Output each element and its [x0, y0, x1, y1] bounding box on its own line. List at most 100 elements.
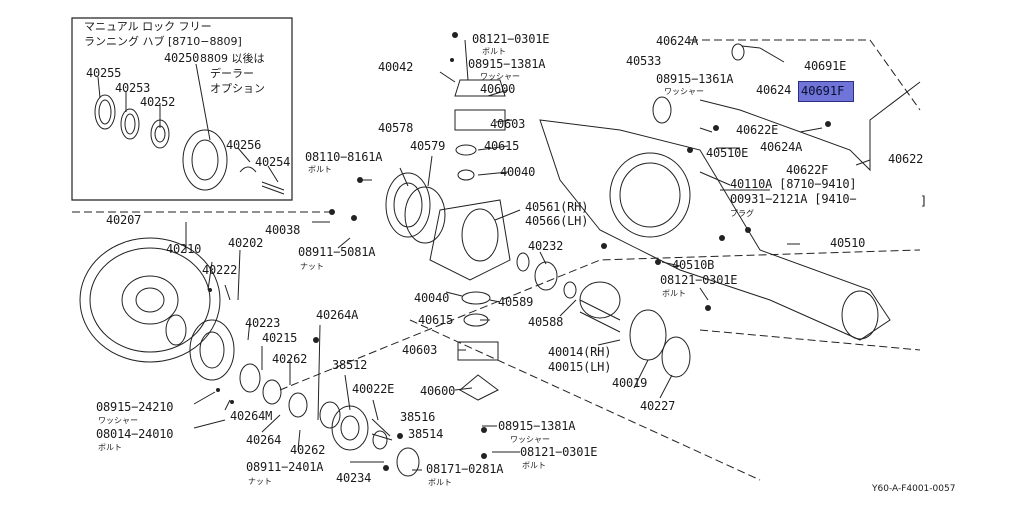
part-label[interactable]: 40250 [164, 51, 200, 65]
part-label[interactable]: 40578 [378, 121, 414, 135]
part-label[interactable]: 40622F [786, 163, 829, 177]
part-label[interactable]: 40600 [420, 384, 456, 398]
part-label[interactable]: 40691E [804, 59, 847, 73]
part-note: ナット [248, 477, 272, 486]
part-label[interactable]: 38514 [408, 427, 444, 441]
part-label[interactable]: 08911−5081A [298, 245, 376, 259]
part-label[interactable]: 40202 [228, 236, 264, 250]
part-label[interactable]: 00931−2121A [9410− [730, 192, 857, 206]
part-label[interactable]: 40624 [756, 83, 792, 97]
breather-hose [699, 47, 921, 172]
part-label[interactable]: 40510B [672, 258, 715, 272]
brake-rotor [79, 237, 221, 363]
part-label[interactable]: 40256 [226, 138, 262, 152]
part-label[interactable]: 40566(LH) [525, 214, 589, 228]
inset-note-line3: オプション [210, 82, 265, 95]
part-label[interactable]: 40588 [528, 315, 564, 329]
part-label[interactable]: 40019 [612, 376, 648, 390]
part-label[interactable]: 40622 [888, 152, 924, 166]
part-label[interactable]: 08121−0301E [660, 273, 738, 287]
part-label[interactable]: 40042 [378, 60, 414, 74]
part-label[interactable]: 40579 [410, 139, 446, 153]
highlighted-part-40691F[interactable]: 40691F [798, 81, 854, 102]
axle-housing [539, 119, 891, 341]
part-label[interactable]: 40264M [230, 409, 273, 423]
part-label[interactable]: 40252 [140, 95, 176, 109]
part-label[interactable]: 08915−1381A [468, 57, 546, 71]
part-label[interactable]: 40533 [626, 54, 662, 68]
inset-ring [120, 108, 140, 140]
part-label[interactable]: 40624A [656, 34, 699, 48]
part-label[interactable]: 40603 [490, 117, 526, 131]
lock-hub [331, 405, 369, 451]
axle-shaft [579, 299, 621, 333]
part-label[interactable]: 08121−0301E [520, 445, 598, 459]
part-label[interactable]: 40600 [480, 82, 516, 96]
part-label[interactable]: 40207 [106, 213, 142, 227]
part-label[interactable]: 40222 [202, 263, 238, 277]
part-label[interactable]: 40014(RH) [548, 345, 612, 359]
part-label[interactable]: 40624A [760, 140, 803, 154]
part-label[interactable]: 40264 [246, 433, 282, 447]
part-label[interactable]: 40110A [8710−9410] [730, 177, 857, 191]
part-note: ワッシャー [480, 72, 520, 81]
hub [189, 319, 235, 381]
differential-cover [609, 152, 691, 238]
part-label[interactable]: 40015(LH) [548, 360, 612, 374]
part-label[interactable]: 40040 [414, 291, 450, 305]
part-label[interactable]: 08915−1361A [656, 72, 734, 86]
part-label[interactable]: 38512 [332, 358, 368, 372]
inset-frame [71, 17, 293, 201]
part-label[interactable]: 40215 [262, 331, 298, 345]
part-label[interactable]: 40038 [265, 223, 301, 237]
part-label[interactable]: 40615 [418, 313, 454, 327]
part-label[interactable]: 40022E [352, 382, 395, 396]
steering-knuckle [429, 199, 511, 281]
part-label[interactable]: 08121−0301E [472, 32, 550, 46]
part-label[interactable]: 40227 [640, 399, 676, 413]
part-label[interactable]: 40264A [316, 308, 359, 322]
part-note: ワッシャー [510, 435, 550, 444]
part-label[interactable]: 40510 [830, 236, 866, 250]
part-note: プラグ [730, 209, 754, 218]
part-label[interactable]: 40232 [528, 239, 564, 253]
inset-bolt [261, 181, 285, 195]
part-label[interactable]: 40262 [290, 443, 326, 457]
part-label[interactable]: 40510E [706, 146, 749, 160]
inset-hub-body [182, 129, 228, 191]
part-label[interactable]: 40253 [115, 81, 151, 95]
part-label[interactable]: 40040 [500, 165, 536, 179]
part-note: ナット [300, 262, 324, 271]
part-label[interactable]: 40223 [245, 316, 281, 330]
part-label[interactable]: 40210 [166, 242, 202, 256]
part-label[interactable]: 38516 [400, 410, 436, 424]
part-label[interactable]: 08171−0281A [426, 462, 504, 476]
part-label-bracket: ] [920, 194, 928, 208]
part-label[interactable]: 40622E [736, 123, 779, 137]
knuckle-seal [385, 172, 431, 238]
part-label[interactable]: 40589 [498, 295, 534, 309]
inset-title-line1: マニュアル ロック フリー [84, 20, 212, 33]
part-label[interactable]: 08915−1381A [498, 419, 576, 433]
part-note: ワッシャー [664, 87, 704, 96]
part-label[interactable]: 40262 [272, 352, 308, 366]
inset-note-line1: 8809 以後は [200, 52, 265, 65]
part-note: ワッシャー [98, 416, 138, 425]
part-label[interactable]: 40615 [484, 139, 520, 153]
part-label[interactable]: 08911−2401A [246, 460, 324, 474]
king-pin-cap [454, 79, 506, 97]
inset-note-line2: デーラー [210, 67, 254, 80]
part-label[interactable]: 40234 [336, 471, 372, 485]
diagram-code: Y60-A-F4001-0057 [872, 484, 956, 494]
part-label[interactable]: 40255 [86, 66, 122, 80]
part-label[interactable]: 08014−24010 [96, 427, 174, 441]
part-label[interactable]: 08915−24210 [96, 400, 174, 414]
part-note: ボルト [482, 47, 506, 56]
part-label[interactable]: 08110−8161A [305, 150, 383, 164]
part-label[interactable]: 40561(RH) [525, 200, 589, 214]
part-label[interactable]: 40603 [402, 343, 438, 357]
inset-seal [94, 94, 116, 130]
inset-clip [239, 166, 257, 173]
part-label[interactable]: 40254 [255, 155, 291, 169]
